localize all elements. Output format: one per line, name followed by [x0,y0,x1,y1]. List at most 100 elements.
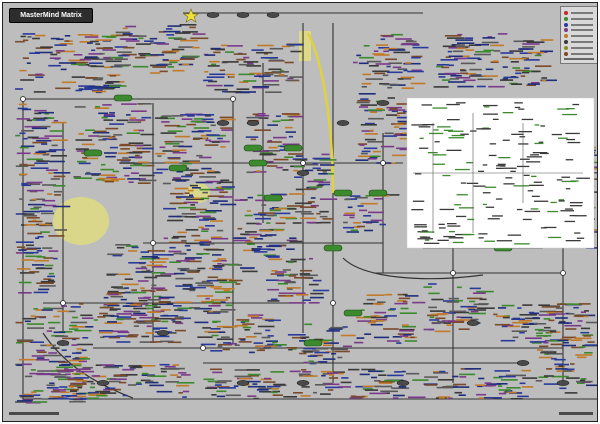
label-bar [81,88,93,91]
label-bar [34,119,46,121]
label-bar [288,348,293,351]
label-bar [353,226,361,228]
label-bar [18,249,27,251]
label-bar [357,320,371,322]
label-bar [266,165,278,167]
label-bar [29,271,40,273]
label-bar [288,119,294,121]
label-bar [169,246,176,249]
label-bar [138,37,144,40]
label-bar [167,25,182,27]
label-bar [44,135,63,137]
label-bar [22,33,36,35]
label-bar [209,220,223,222]
label-bar [383,47,397,50]
label-bar [352,395,366,398]
label-bar [121,103,137,105]
label-bar [272,120,281,123]
label-bar [159,303,174,306]
label-bar [62,337,80,340]
label-bar [536,53,541,55]
panel-label-bar [529,184,544,186]
label-bar [189,26,196,29]
label-bar [295,159,308,161]
label-bar [88,391,99,394]
label-bar [25,402,32,404]
oval-node [236,12,250,18]
label-bar [136,381,142,384]
label-bar [391,387,410,389]
label-bar [403,334,412,336]
label-bar [349,397,363,399]
label-bar [501,325,508,328]
panel-label-bar [414,224,427,226]
label-bar [433,86,449,88]
label-bar [124,287,129,289]
label-bar [109,85,127,87]
label-bar [197,267,206,270]
label-bar [477,385,494,387]
label-bar [372,150,381,153]
label-bar [266,222,271,224]
panel-label-bar [522,218,532,221]
label-bar [448,81,466,83]
label-bar [383,328,399,330]
label-bar [318,173,328,175]
label-bar [386,106,402,109]
label-bar [192,33,206,35]
label-bar [450,75,462,77]
label-bar [484,397,502,399]
label-bar [158,296,175,299]
label-bar [246,369,260,371]
label-bar [221,186,235,188]
label-bar [289,193,305,195]
label-bar [577,356,587,359]
panel-label-bar [487,218,500,220]
label-bar [378,380,395,383]
label-bar [53,172,71,174]
pill-node [323,244,343,252]
label-bar [100,364,115,366]
label-bar [35,309,42,311]
label-bar [527,83,540,85]
label-bar [310,197,316,199]
label-bar [493,50,501,52]
label-bar [239,81,249,83]
label-bar [475,51,491,53]
label-bar [263,254,277,256]
label-bar [282,269,291,271]
label-bar [452,50,464,53]
label-bar [25,244,35,247]
label-bar [42,247,53,249]
label-bar [184,192,190,194]
label-bar [211,394,217,396]
label-bar [30,315,36,317]
label-bar [538,304,550,306]
label-bar [292,222,302,224]
label-bar [502,316,510,319]
label-bar [100,336,105,339]
label-bar [370,155,381,158]
panel-label-bar [564,220,576,223]
label-bar [144,40,154,42]
label-bar [428,292,440,295]
label-bar [274,207,287,210]
label-bar [175,329,186,332]
label-bar [299,206,317,208]
highlight-region [53,197,109,245]
label-bar [423,328,434,331]
label-bar [251,249,261,252]
label-bar [178,309,188,312]
label-bar [549,313,565,315]
label-bar [282,169,289,171]
label-bar [221,44,228,47]
label-bar [376,44,389,46]
label-bar [404,340,418,342]
label-bar [364,133,378,135]
label-bar [288,275,297,277]
label-bar [135,144,152,147]
label-bar [123,310,134,313]
label-bar [446,301,460,303]
label-bar [114,58,128,60]
panel-label-bar [556,179,563,181]
